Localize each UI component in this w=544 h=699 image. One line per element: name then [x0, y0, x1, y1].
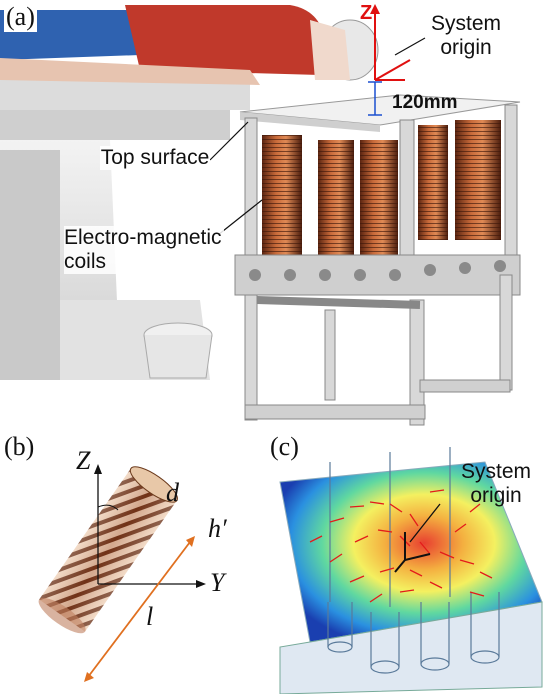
- field-arrows: [309, 489, 493, 603]
- coil-cylinder: [38, 466, 178, 634]
- system-origin-label: System origin: [430, 12, 501, 60]
- coil-outlines: [327, 447, 500, 674]
- top-surface-slab: [239, 94, 521, 132]
- panel-a-label: (a): [4, 2, 37, 32]
- panel-b: (b) Z Y d h′ l: [0, 432, 270, 694]
- coil-axes: [94, 464, 206, 588]
- top-surface-label: Top surface: [100, 146, 210, 171]
- panel-a: (a) Z System origin 120mm Top surface El…: [0, 0, 521, 426]
- h-prime-label: h′: [208, 514, 227, 543]
- system-origin-label-c: System origin: [460, 460, 531, 508]
- patient: [0, 0, 379, 85]
- origin-axes-c: [394, 532, 431, 573]
- d-label: d: [166, 478, 179, 507]
- coils-leader: [217, 199, 263, 236]
- y-label: Y: [210, 568, 225, 597]
- bed-base: [0, 60, 250, 380]
- length-arrow: [84, 536, 195, 682]
- z-label: Z: [76, 446, 91, 475]
- origin-axes: [368, 4, 426, 116]
- coil-diagram: [38, 464, 206, 682]
- z-axis-label: Z: [360, 2, 373, 24]
- panel-b-label: (b): [4, 432, 35, 461]
- coil-frame: [234, 104, 521, 426]
- height-value-label: 120mm: [392, 92, 458, 113]
- top-surface-leader: [209, 121, 249, 161]
- field-simulation: [279, 447, 543, 695]
- origin-leader-c: [409, 503, 441, 543]
- panel-a-illustration: [0, 0, 521, 426]
- l-label: l: [146, 602, 154, 631]
- electromagnetic-coils-label: Electro-magnetic coils: [64, 226, 224, 275]
- panel-c: (c) System origin: [270, 432, 544, 695]
- panel-c-label: (c): [270, 432, 299, 461]
